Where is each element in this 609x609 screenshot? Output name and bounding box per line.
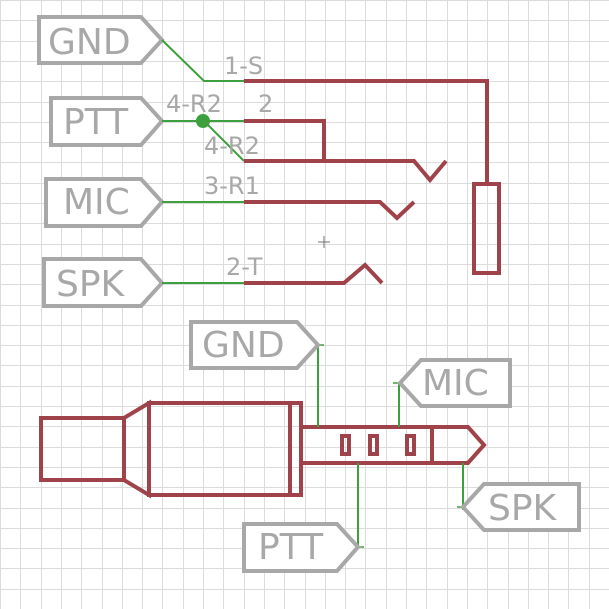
symbol-origin-marker: [318, 236, 330, 248]
plug-handle: [147, 401, 303, 497]
plug-cable-end: [39, 416, 126, 482]
plug-gnd-label[interactable]: GND: [189, 320, 321, 370]
jack-sleeve-body: [472, 182, 501, 275]
plug-insulator-2: [368, 434, 379, 456]
trrs-plug-symbol: [39, 399, 487, 499]
spk-label-text: SPK: [56, 264, 126, 305]
ptt-net-label[interactable]: PTT: [49, 96, 165, 147]
gnd-net-label[interactable]: GND: [37, 15, 165, 65]
pin-label-sleeve: 1-S: [224, 52, 263, 80]
mic-net-label[interactable]: MIC: [44, 177, 165, 228]
pin-label-tip: 2-T: [226, 253, 263, 281]
plug-ptt-label[interactable]: PTT: [242, 522, 361, 573]
net-junction-dot: [196, 114, 210, 128]
plug-tip: [430, 425, 487, 465]
plug-insulator-3: [405, 434, 416, 456]
jack-symbol: [244, 79, 501, 285]
plug-ptt-label-text: PTT: [258, 527, 324, 568]
plug-spk-label-text: SPK: [488, 488, 558, 529]
plug-gnd-label-text: GND: [202, 325, 285, 366]
plug-insulator-1: [340, 434, 351, 456]
pin-label-ring1: 3-R1: [204, 172, 260, 200]
spk-net-label[interactable]: SPK: [42, 257, 165, 308]
pin-label-ring2: 4-R2: [166, 90, 222, 118]
plug-mic-label[interactable]: MIC: [397, 358, 512, 408]
gnd-label-text: GND: [48, 22, 131, 63]
ptt-label-text: PTT: [63, 102, 129, 143]
plug-spk-label[interactable]: SPK: [460, 482, 581, 532]
pin-label-ring2-b: 4-R2: [204, 132, 260, 160]
pin-label-ring2-number: 2: [258, 90, 273, 118]
schematic-nets: [161, 39, 245, 284]
plug-taper: [122, 399, 151, 499]
plug-mic-label-text: MIC: [422, 363, 489, 404]
mic-label-text: MIC: [63, 182, 130, 223]
